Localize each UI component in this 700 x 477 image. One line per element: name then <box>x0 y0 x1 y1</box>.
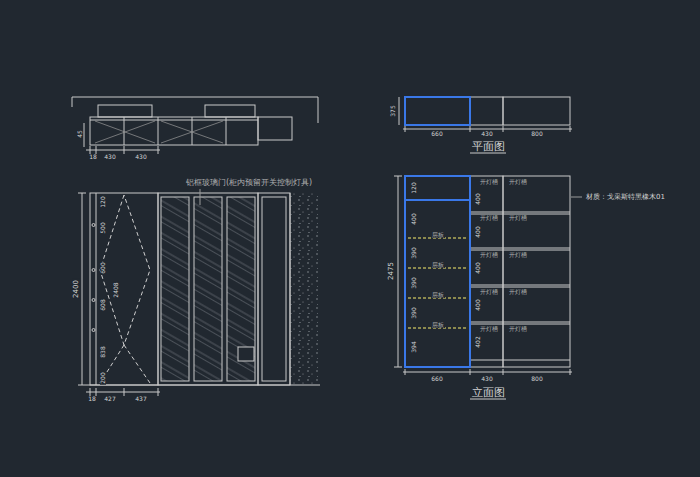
annotation-text: 开灯槽 <box>508 252 528 258</box>
annotation-text: 开灯槽 <box>479 326 499 332</box>
annotation-text: 开灯槽 <box>479 179 499 185</box>
dimension-text: 608 <box>100 298 106 311</box>
annotation-text: 层板 <box>431 232 445 238</box>
annotation-text: 层板 <box>431 322 445 328</box>
dimension-text: 394 <box>411 340 417 353</box>
dimension-text: 390 <box>411 306 417 319</box>
dimension-text: 120 <box>411 181 417 194</box>
dimension-text: 2408 <box>113 281 119 298</box>
dimension-text: 838 <box>100 345 106 358</box>
dimension-text: 390 <box>411 276 417 289</box>
annotation-text: 材质：戈采斯特黑橡木01 <box>585 194 666 201</box>
annotation-text: 开灯槽 <box>508 289 528 295</box>
dimension-text: 402 <box>475 335 481 348</box>
annotation-text: 层板 <box>431 262 445 268</box>
dimension-text: 800 <box>530 376 543 382</box>
dimension-text: 2400 <box>73 279 80 299</box>
dimension-text: 18 <box>88 154 98 160</box>
dimension-text: 200 <box>100 371 106 384</box>
annotation-text: 开灯槽 <box>479 289 499 295</box>
dimension-text: 437 <box>134 396 147 402</box>
dimension-text: 390 <box>411 246 417 259</box>
annotation-text: 开灯槽 <box>508 179 528 185</box>
dimension-text: 500 <box>100 221 106 234</box>
dimension-text: 600 <box>100 261 106 274</box>
dimension-text: 18 <box>87 396 97 402</box>
dimension-text: 430 <box>480 376 493 382</box>
annotation-text: 开灯槽 <box>508 215 528 221</box>
annotation-text: 层板 <box>431 292 445 298</box>
annotation-text: 铝框玻璃门(柜内预留开关控制灯具) <box>185 179 313 187</box>
dimension-text: 660 <box>430 376 443 382</box>
dimension-text: 660 <box>430 131 443 137</box>
dimension-text: 375 <box>390 104 396 117</box>
dimension-text: 2475 <box>388 261 395 281</box>
dimension-text: 400 <box>475 261 481 274</box>
annotation-text: 开灯槽 <box>479 252 499 258</box>
dimension-text: 400 <box>475 192 481 205</box>
dimension-text: 400 <box>411 212 417 225</box>
dimension-text: 45 <box>77 129 83 139</box>
dimension-text: 400 <box>475 225 481 238</box>
view-title: 立面图 <box>471 387 506 398</box>
dimension-text: 427 <box>103 396 116 402</box>
annotation-text: 开灯槽 <box>479 215 499 221</box>
dimension-text: 430 <box>480 131 493 137</box>
view-title: 平面图 <box>471 141 506 152</box>
dimension-text: 430 <box>134 154 147 160</box>
dimension-text: 400 <box>475 298 481 311</box>
dimension-text: 800 <box>530 131 543 137</box>
dimension-text: 120 <box>100 195 106 208</box>
annotation-text: 开灯槽 <box>508 326 528 332</box>
dimension-text: 430 <box>103 154 116 160</box>
